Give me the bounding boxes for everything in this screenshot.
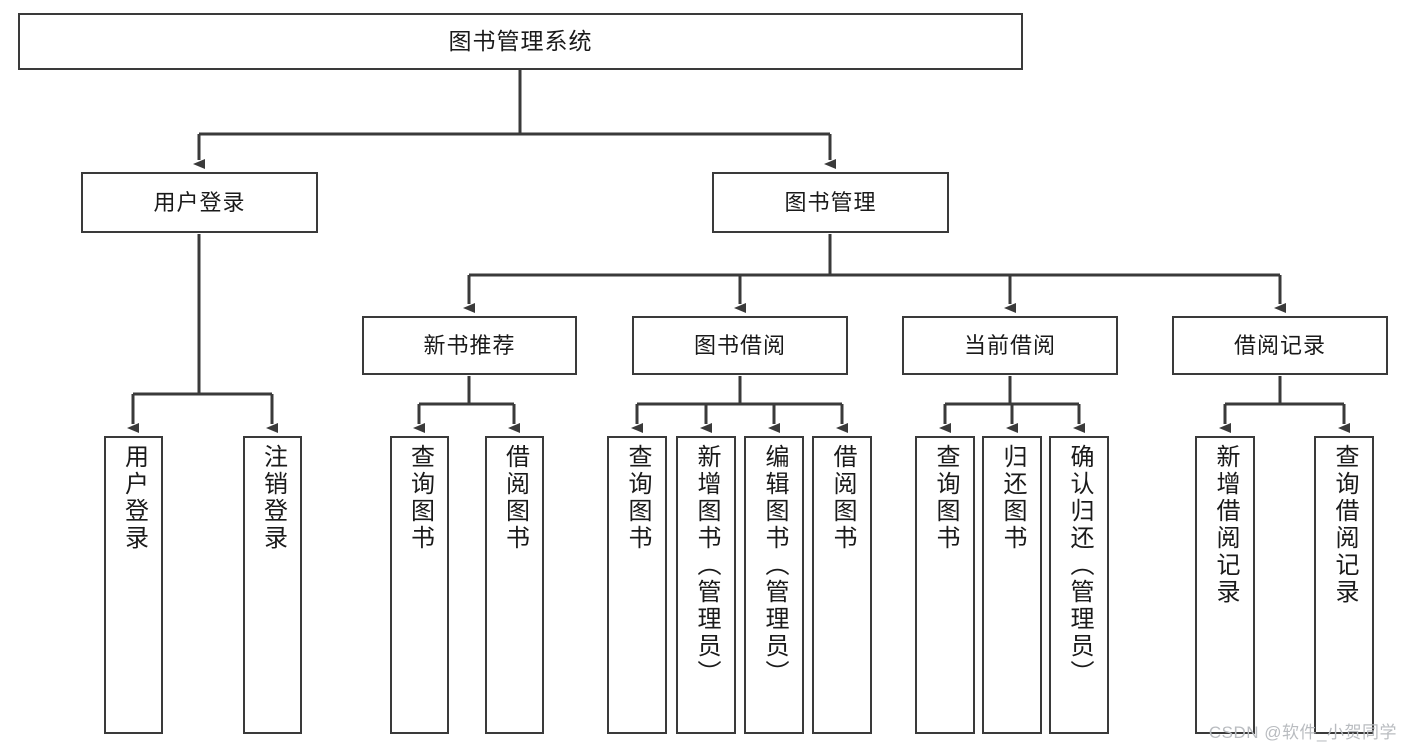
leaf-edit-book-label: 编辑图书（管理员） [761,444,788,687]
node-book-borrow-label: 图书借阅 [693,332,786,358]
node-book-manage-label: 图书管理 [784,189,877,215]
leaf-borrow-book-1[interactable]: 借阅图书 [485,436,544,734]
leaf-user-login-label: 用户登录 [120,444,148,552]
leaf-confirm-return-label: 确认归还（管理员） [1066,444,1093,687]
leaf-return-book-label: 归还图书 [999,444,1026,552]
node-user-login[interactable]: 用户登录 [81,172,318,233]
node-book-borrow[interactable]: 图书借阅 [632,316,848,375]
leaf-borrow-book-2-label: 借阅图书 [829,444,856,552]
leaf-borrow-book-2[interactable]: 借阅图书 [812,436,872,734]
node-new-book-recommend-label: 新书推荐 [423,332,516,358]
leaf-confirm-return[interactable]: 确认归还（管理员） [1049,436,1109,734]
csdn-watermark: CSDN @软件_小贺同学 [1208,723,1397,742]
leaf-add-record[interactable]: 新增借阅记录 [1195,436,1255,734]
node-user-login-label: 用户登录 [153,189,246,215]
leaf-query-record-label: 查询借阅记录 [1331,444,1358,606]
leaf-logout-login-label: 注销登录 [259,444,287,552]
node-root[interactable]: 图书管理系统 [18,13,1023,70]
leaf-query-record[interactable]: 查询借阅记录 [1314,436,1374,734]
node-borrow-record[interactable]: 借阅记录 [1172,316,1388,375]
leaf-query-book-3-label: 查询图书 [932,444,959,552]
leaf-query-book-3[interactable]: 查询图书 [915,436,975,734]
node-root-label: 图书管理系统 [448,28,593,55]
node-current-borrow[interactable]: 当前借阅 [902,316,1118,375]
leaf-logout-login[interactable]: 注销登录 [243,436,302,734]
leaf-edit-book[interactable]: 编辑图书（管理员） [744,436,804,734]
leaf-query-book-1-label: 查询图书 [406,444,434,552]
node-book-manage[interactable]: 图书管理 [712,172,949,233]
node-borrow-record-label: 借阅记录 [1233,332,1326,358]
node-current-borrow-label: 当前借阅 [963,332,1056,358]
leaf-query-book-2-label: 查询图书 [624,444,651,552]
leaf-borrow-book-1-label: 借阅图书 [501,444,529,552]
leaf-user-login[interactable]: 用户登录 [104,436,163,734]
leaf-return-book[interactable]: 归还图书 [982,436,1042,734]
leaf-query-book-1[interactable]: 查询图书 [390,436,449,734]
leaf-query-book-2[interactable]: 查询图书 [607,436,667,734]
leaf-add-record-label: 新增借阅记录 [1212,444,1239,606]
node-new-book-recommend[interactable]: 新书推荐 [362,316,577,375]
leaf-add-book-label: 新增图书（管理员） [693,444,720,687]
leaf-add-book[interactable]: 新增图书（管理员） [676,436,736,734]
